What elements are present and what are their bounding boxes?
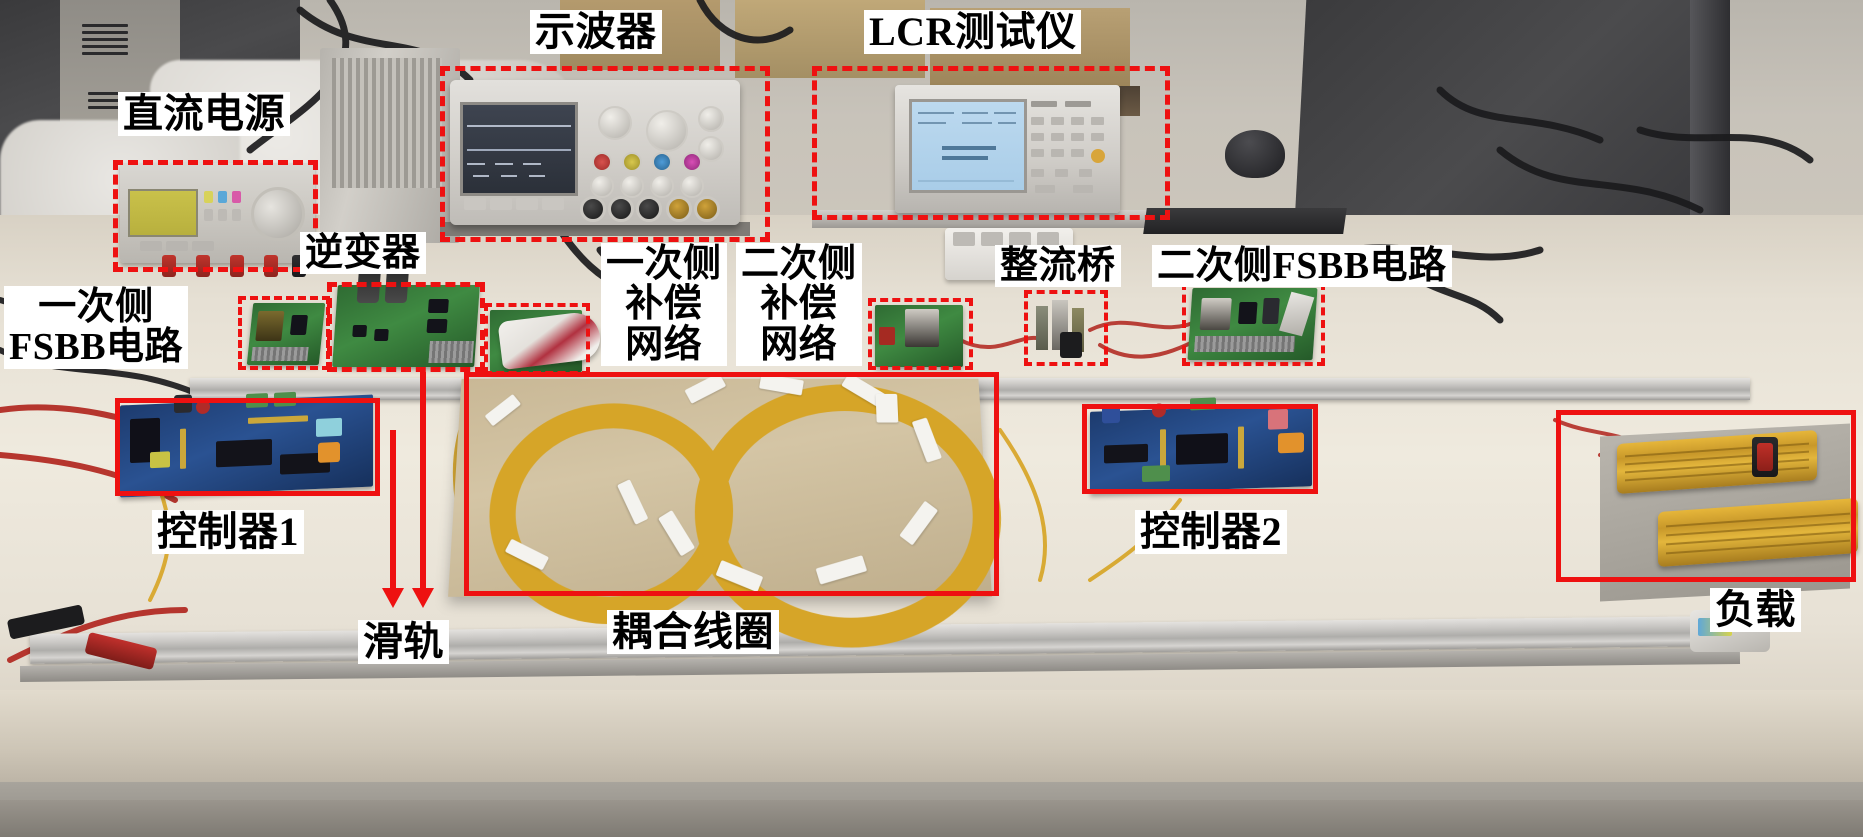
slide-rail-arrow-left-icon (382, 588, 404, 608)
slide-rail-leader-right (420, 372, 426, 590)
secondary-compensation-board (875, 305, 963, 367)
label-secondary-compensation-network: 二次侧 补偿 网络 (736, 243, 862, 366)
label-load: 负载 (1710, 588, 1801, 633)
dc-power-supply-device (120, 163, 315, 277)
oscilloscope-stand (440, 222, 750, 236)
label-inverter: 逆变器 (300, 232, 426, 275)
load-rocker-switch[interactable] (1752, 437, 1778, 477)
controller-1-board (120, 391, 373, 498)
label-primary-compensation-network: 一次侧 补偿 网络 (601, 243, 727, 366)
secondary-fsbb-board (1187, 288, 1318, 360)
oscilloscope-device (450, 80, 740, 225)
label-dc-power-supply: 直流电源 (118, 92, 290, 137)
label-controller-1: 控制器1 (152, 510, 304, 555)
slide-rail-arrow-right-icon (412, 588, 434, 608)
slide-rail-leader-left (390, 430, 396, 590)
computer-mouse (1225, 130, 1285, 178)
rectifier-bridge-module (1030, 298, 1100, 360)
controller-2-board (1090, 397, 1312, 494)
keyboard-edge (1143, 208, 1347, 234)
lcr-meter-device (895, 85, 1120, 213)
label-primary-fsbb-circuit: 一次侧 FSBB电路 (4, 286, 189, 369)
label-oscilloscope: 示波器 (530, 10, 662, 55)
coupling-coil-board (448, 372, 1010, 648)
label-rectifier-bridge: 整流桥 (995, 245, 1121, 288)
inverter-board (332, 269, 480, 367)
instrument-tower (320, 48, 460, 243)
label-slide-rail: 滑轨 (358, 620, 449, 665)
label-secondary-fsbb-circuit: 二次侧FSBB电路 (1152, 245, 1452, 288)
floor (0, 800, 1863, 837)
label-lcr-meter: LCR测试仪 (864, 10, 1082, 55)
label-coupling-coil: 耦合线圈 (607, 610, 779, 655)
primary-fsbb-board (246, 303, 326, 365)
workbench-front-edge (0, 690, 1863, 790)
label-controller-2: 控制器2 (1135, 510, 1287, 555)
